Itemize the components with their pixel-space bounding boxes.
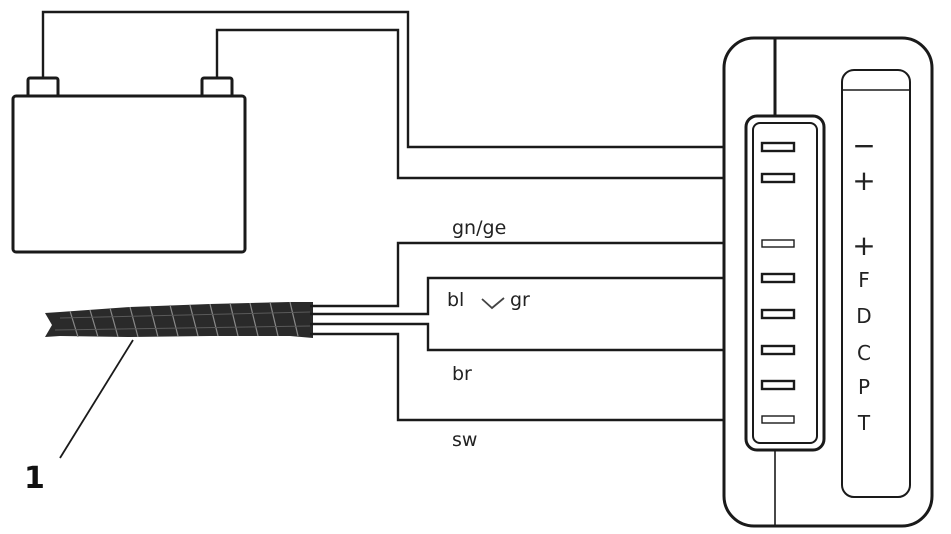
wire-sw bbox=[310, 332, 762, 422]
wire-label-sw: sw bbox=[452, 429, 477, 451]
battery-body bbox=[11, 94, 247, 254]
callout-leader bbox=[59, 339, 134, 459]
pin-1 bbox=[760, 141, 796, 153]
wire-label-bl: bl bbox=[447, 289, 464, 311]
pin-2 bbox=[760, 172, 796, 184]
pin-label-d: D bbox=[856, 304, 871, 328]
wire-battery-positive bbox=[215, 28, 762, 180]
pin-3 bbox=[761, 239, 795, 248]
pin-label-plus-battery: + bbox=[852, 164, 875, 197]
pin-label-t: T bbox=[857, 411, 871, 435]
wire-label-br: br bbox=[452, 363, 472, 385]
pin-7 bbox=[760, 379, 796, 391]
battery bbox=[11, 76, 247, 254]
connector-inner bbox=[752, 122, 818, 444]
pin-label-plus-ignition: + bbox=[852, 229, 875, 262]
pin-label-minus: − bbox=[852, 129, 875, 162]
cable-bundle bbox=[45, 301, 313, 338]
or-check-icon bbox=[481, 297, 505, 310]
wire-label-gn-ge: gn/ge bbox=[452, 217, 506, 239]
label-strip bbox=[841, 69, 911, 498]
pin-label-c: C bbox=[857, 341, 871, 365]
pin-8 bbox=[761, 415, 795, 424]
pin-label-f: F bbox=[858, 268, 870, 292]
wire-gn-ge bbox=[310, 241, 762, 308]
pin-6 bbox=[760, 344, 796, 356]
pin-label-p: P bbox=[858, 375, 870, 399]
wire-battery-negative bbox=[41, 10, 762, 149]
control-unit: − + + F D C P T bbox=[722, 36, 934, 528]
pin-4 bbox=[760, 272, 796, 284]
wire-br bbox=[310, 322, 762, 352]
wire-bl-gr bbox=[310, 276, 762, 316]
callout-number: 1 bbox=[24, 461, 45, 496]
pin-5 bbox=[760, 308, 796, 320]
wire-label-gr: gr bbox=[510, 289, 530, 311]
